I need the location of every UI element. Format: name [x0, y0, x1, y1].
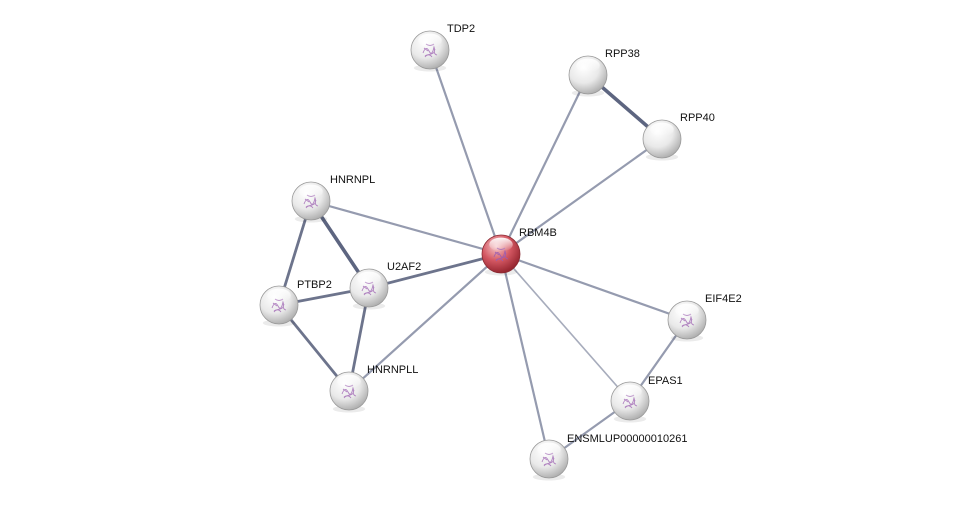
- node-gloss: [337, 374, 361, 389]
- node-label: RPP38: [605, 48, 640, 60]
- node-label: PTBP2: [297, 279, 332, 291]
- node-eif4e2[interactable]: EIF4E2: [667, 293, 742, 342]
- edge-rbm4b-hnrnpl[interactable]: [309, 199, 503, 256]
- edge-rbm4b-eif4e2[interactable]: [499, 252, 689, 322]
- edge-rbm4b-hnrnpll[interactable]: [347, 252, 503, 393]
- node-hnrnpl[interactable]: HNRNPL: [291, 174, 375, 223]
- edge-rbm4b-rpp40[interactable]: [499, 137, 664, 256]
- node-gloss: [576, 58, 600, 73]
- node-label: RPP40: [680, 112, 715, 124]
- node-label: EPAS1: [648, 375, 683, 387]
- node-gloss: [418, 33, 442, 48]
- edge-rbm4b-u2af2[interactable]: [367, 252, 503, 290]
- node-label: HNRNPLL: [367, 364, 418, 376]
- node-ensmlup00000010261[interactable]: ENSMLUP00000010261: [529, 433, 687, 481]
- node-label: ENSMLUP00000010261: [567, 433, 687, 445]
- node-u2af2[interactable]: U2AF2: [349, 261, 421, 310]
- node-gloss: [675, 303, 699, 318]
- node-label: EIF4E2: [705, 293, 742, 305]
- node-gloss: [650, 122, 674, 137]
- node-label: TDP2: [447, 23, 475, 35]
- node-gloss: [299, 184, 323, 199]
- node-gloss: [267, 288, 291, 303]
- node-gloss: [618, 384, 642, 399]
- node-ptbp2[interactable]: PTBP2: [259, 279, 332, 327]
- node-rbm4b[interactable]: RBM4B: [481, 227, 557, 276]
- edge-rbm4b-epas1[interactable]: [500, 253, 631, 402]
- node-label: HNRNPL: [330, 174, 375, 186]
- edge-rbm4b-ensmlup00000010261[interactable]: [499, 252, 551, 461]
- node-gloss: [537, 442, 561, 457]
- node-label: U2AF2: [387, 261, 421, 273]
- node-tdp2[interactable]: TDP2: [410, 23, 475, 72]
- edge-rbm4b-tdp2[interactable]: [428, 48, 503, 256]
- node-gloss: [357, 271, 381, 286]
- node-label: RBM4B: [519, 227, 557, 239]
- node-rpp40[interactable]: RPP40: [642, 112, 715, 161]
- node-rpp38[interactable]: RPP38: [568, 48, 640, 97]
- edge-rbm4b-rpp38[interactable]: [499, 73, 590, 256]
- node-gloss: [489, 237, 513, 252]
- node-hnrnpll[interactable]: HNRNPLL: [329, 364, 418, 413]
- node-epas1[interactable]: EPAS1: [610, 375, 683, 423]
